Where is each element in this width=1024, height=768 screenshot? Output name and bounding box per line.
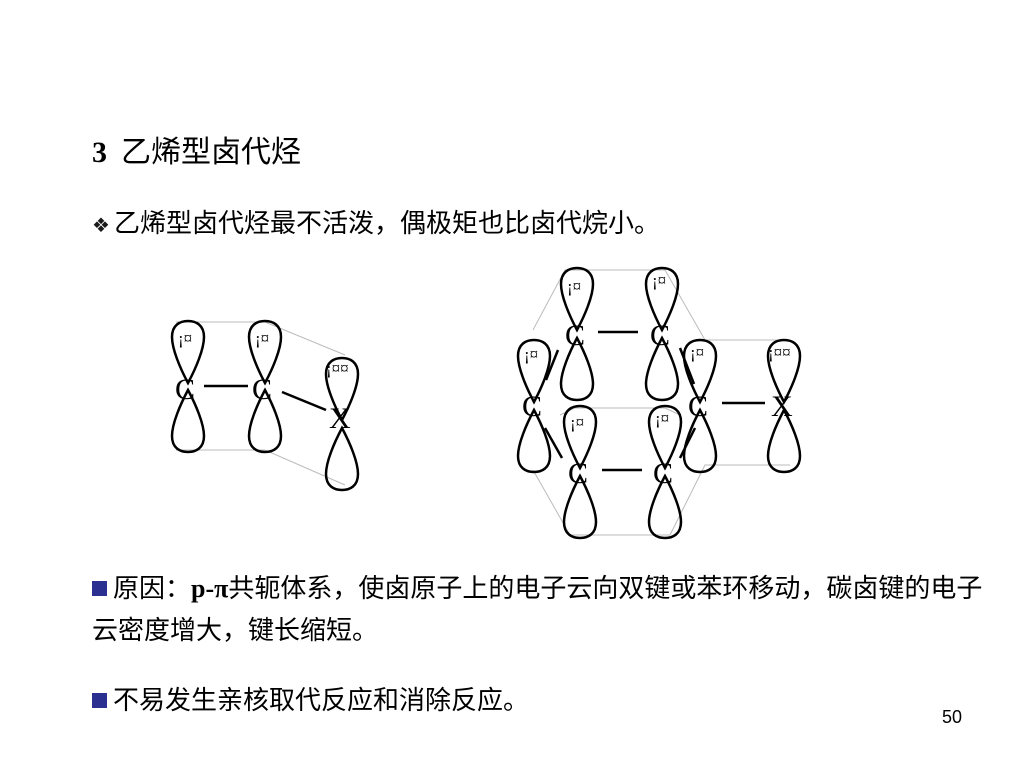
ring-bond-lower-left [543, 427, 564, 459]
orbital-label: ¡¤ [567, 277, 581, 296]
p-orbital-ring-right: ¡¤ [682, 338, 718, 474]
p-orbital-ring-top-left: ¡¤ [559, 266, 595, 402]
page-number: 50 [941, 707, 962, 727]
reason-text: 共轭体系，使卤原子上的电子云向双键或苯环移动，碳卤键的电子云密度增大，键长缩短。 [92, 574, 983, 646]
vinyl-halide-structure: ¡¤ ¡¤ ¡¤¤ C C X [170, 319, 360, 492]
square-bullet-icon [92, 581, 107, 596]
carbon-atom-2: C [252, 373, 272, 406]
ring-carbon-bottom-left: C [568, 457, 588, 490]
p-orbital-c1: ¡¤ [170, 319, 206, 454]
ring-carbon-bottom-right: C [653, 457, 673, 490]
orbital-label: ¡¤ [178, 329, 192, 348]
section-title: 乙烯型卤代烃 [121, 135, 301, 170]
bullet-point-1-text: 乙烯型卤代烃最不活泼，偶极矩也比卤代烷小。 [113, 209, 660, 239]
ring-bond-upper-right [678, 347, 696, 385]
ring-carbon-left: C [522, 390, 542, 423]
p-orbital-halogen: ¡¤¤ [766, 338, 802, 474]
orbital-label: ¡¤ [652, 271, 666, 290]
ring-bond-lower-right [678, 427, 697, 459]
orbital-label: ¡¤ [655, 409, 669, 428]
ring-bond-upper-left [544, 349, 560, 381]
square-bullet-icon [92, 693, 107, 708]
carbon-atom-1: C [175, 373, 195, 406]
orbital-label: ¡¤ [570, 413, 584, 432]
orbital-label: ¡¤ [690, 343, 704, 362]
p-orbital-ring-bottom-left: ¡¤ [562, 404, 598, 540]
c-x-bond [281, 390, 327, 412]
section-number: 3 [92, 136, 107, 169]
reactivity-paragraph: 不易发生亲核取代反应和消除反应。 [92, 680, 992, 722]
bullet-point-1: ❖乙烯型卤代烃最不活泼，偶极矩也比卤代烷小。 [92, 205, 660, 244]
orbital-label: ¡¤¤ [326, 359, 349, 378]
halogen-atom: X [329, 402, 351, 435]
reason-lead: 原因： [113, 574, 192, 604]
halogen-atom: X [771, 390, 793, 423]
p-orbital-c2: ¡¤ [247, 319, 283, 454]
reason-term: p-π [191, 574, 229, 603]
diamond-bullet-icon: ❖ [92, 213, 110, 237]
reactivity-text: 不易发生亲核取代反应和消除反应。 [113, 686, 530, 716]
orbital-label: ¡¤¤ [768, 343, 791, 362]
reason-paragraph: 原因：p-π共轭体系，使卤原子上的电子云向双键或苯环移动，碳卤键的电子云密度增大… [92, 568, 992, 652]
p-orbital-x: ¡¤¤ [324, 356, 360, 492]
p-orbital-ring-left: ¡¤ [516, 338, 552, 474]
ring-carbon-top-left: C [565, 319, 585, 352]
orbital-label: ¡¤ [255, 329, 269, 348]
ring-carbon-top-right: C [650, 319, 670, 352]
ring-carbon-right: C [688, 390, 708, 423]
p-orbital-ring-top-right: ¡¤ [644, 266, 680, 402]
section-heading: 3 乙烯型卤代烃 [92, 133, 301, 173]
p-orbital-ring-bottom-right: ¡¤ [647, 404, 683, 540]
aryl-halide-structure: ¡¤ ¡¤ ¡¤ ¡¤ ¡¤ [516, 266, 802, 540]
orbital-label: ¡¤ [524, 345, 538, 364]
